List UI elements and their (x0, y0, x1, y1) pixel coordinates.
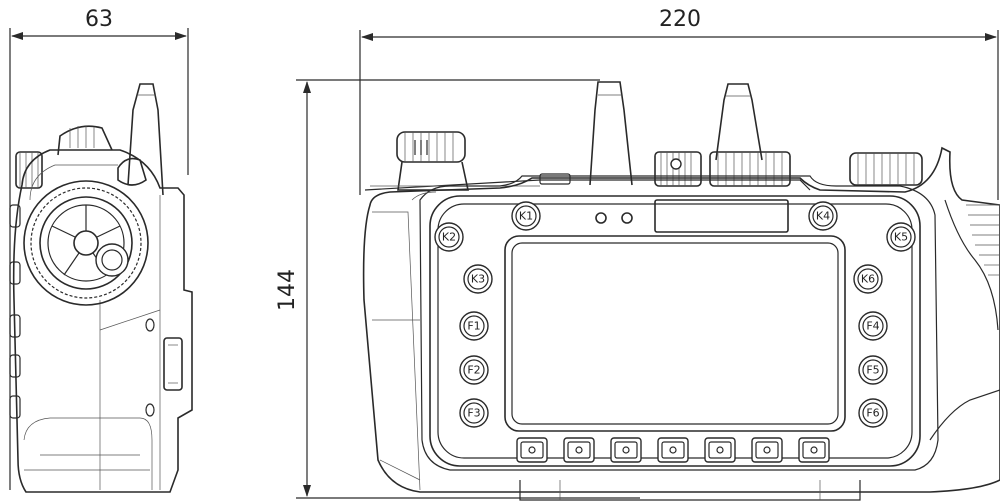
dimension-side-width: 63 (9, 7, 189, 490)
label-window (654, 199, 789, 233)
front-view: K1 K4 K2 K3 F1 F2 F3 (362, 81, 1000, 501)
right-knob (849, 152, 923, 186)
button-k3[interactable]: K3 (463, 264, 493, 294)
svg-text:F6: F6 (866, 407, 879, 420)
dimension-front-width: 220 (359, 7, 999, 200)
dimension-label-63: 63 (85, 7, 113, 32)
display-frame (504, 235, 846, 432)
bottom-key-2[interactable] (563, 437, 595, 463)
svg-text:K5: K5 (894, 231, 908, 244)
bottom-key-3[interactable] (610, 437, 642, 463)
bottom-key-1[interactable] (516, 437, 548, 463)
small-knob (654, 151, 702, 187)
svg-text:K3: K3 (471, 273, 485, 286)
button-k6[interactable]: K6 (853, 264, 883, 294)
dimension-label-220: 220 (659, 7, 701, 32)
svg-text:F4: F4 (866, 320, 879, 333)
display-screen (511, 242, 839, 425)
led-indicator (595, 212, 607, 224)
button-f3[interactable]: F3 (459, 398, 489, 428)
button-f2[interactable]: F2 (459, 355, 489, 385)
svg-text:F5: F5 (866, 364, 879, 377)
center-knob (709, 151, 791, 187)
antenna-center (715, 83, 763, 161)
bottom-key-7[interactable] (798, 437, 830, 463)
svg-text:F1: F1 (467, 320, 480, 333)
svg-text:K6: K6 (861, 273, 875, 286)
bottom-key-6[interactable] (751, 437, 783, 463)
button-k2[interactable]: K2 (434, 222, 464, 252)
device-body (362, 146, 1000, 493)
button-k1[interactable]: K1 (511, 201, 541, 231)
side-view (9, 83, 193, 493)
dimension-height: 144 (275, 79, 640, 499)
dimension-label-144: 144 (275, 269, 300, 311)
svg-text:K2: K2 (442, 231, 456, 244)
bottom-key-4[interactable] (657, 437, 689, 463)
svg-text:K4: K4 (816, 210, 830, 223)
front-bezel (429, 195, 921, 467)
antenna-left (589, 81, 633, 186)
svg-text:F3: F3 (467, 407, 480, 420)
svg-text:K1: K1 (519, 210, 533, 223)
button-f6[interactable]: F6 (858, 398, 888, 428)
button-f5[interactable]: F5 (858, 355, 888, 385)
connector-knob (396, 131, 469, 191)
bottom-key-5[interactable] (704, 437, 736, 463)
led-indicator (621, 212, 633, 224)
svg-text:F2: F2 (467, 364, 480, 377)
button-f4[interactable]: F4 (858, 311, 888, 341)
button-k4[interactable]: K4 (808, 201, 838, 231)
bottom-button-row (516, 437, 830, 463)
button-k5[interactable]: K5 (886, 222, 916, 252)
button-f1[interactable]: F1 (459, 311, 489, 341)
